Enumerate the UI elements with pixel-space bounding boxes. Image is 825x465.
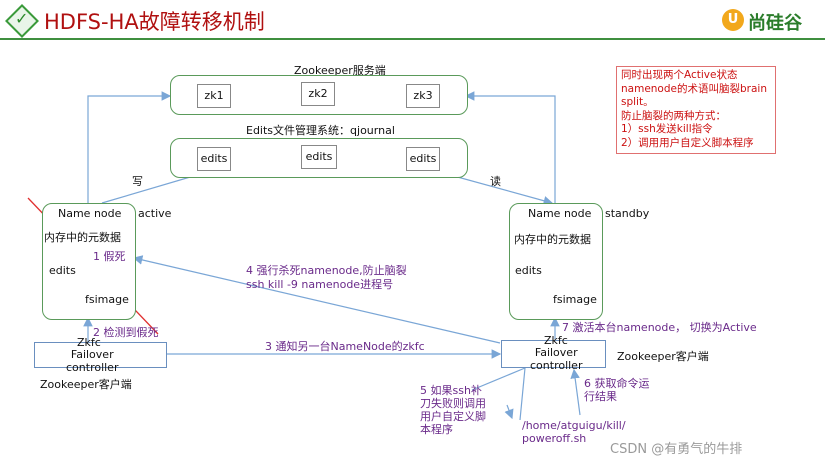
edits-node: edits — [197, 147, 231, 171]
step-2-label: 2 检测到假死 — [93, 326, 159, 339]
arrow-step5-head — [471, 367, 526, 391]
note-line: 同时出现两个Active状态 — [621, 69, 738, 81]
arrow-step5 — [519, 367, 526, 421]
page-title: HDFS-HA故障转移机制 — [44, 10, 265, 34]
step-4-label-line2: ssh kill -9 namenode进程号 — [246, 278, 394, 291]
zk-node: zk1 — [197, 84, 231, 108]
left-namenode-fsimage: fsimage — [85, 293, 129, 306]
header-bar — [0, 0, 825, 42]
right-namenode-meta: 内存中的元数据 — [514, 233, 591, 246]
right-namenode-fsimage: fsimage — [553, 293, 597, 306]
arrow-left-to-zk — [87, 91, 172, 203]
right-zkfc-client-label: Zookeeper客户端 — [617, 350, 709, 363]
arrow-step6 — [570, 368, 581, 416]
note-line: split。 — [621, 96, 654, 108]
right-namenode-name: Name node — [528, 207, 592, 220]
logo-text: 尚硅谷 — [748, 13, 802, 34]
step-3-label: 3 通知另一台NameNode的zkfc — [265, 340, 425, 353]
left-namenode-name: Name node — [58, 207, 122, 220]
note-line: 防止脑裂的两种方式： — [621, 109, 726, 122]
step-6-label: 6 获取命令运 行结果 — [584, 377, 650, 403]
script-path: /home/atguigu/kill/ poweroff.sh — [522, 419, 626, 445]
check-icon: ✓ — [15, 9, 29, 28]
left-namenode-panel — [42, 203, 136, 320]
edits-node: edits — [301, 145, 337, 169]
edits-node: edits — [406, 147, 440, 171]
step-1-label: 1 假死 — [93, 250, 126, 263]
header-rule — [0, 38, 825, 40]
arrow-step4 — [132, 255, 501, 344]
arrow-right-to-zk — [464, 91, 556, 203]
brain-split-note: 同时出现两个Active状态 namenode的术语叫脑裂brain split… — [616, 66, 776, 154]
left-namenode-edits: edits — [49, 264, 76, 277]
left-namenode-meta: 内存中的元数据 — [44, 231, 121, 244]
left-zkfc-client-label: Zookeeper客户端 — [40, 378, 132, 391]
step-5-label: 5 如果ssh补 刀失败则调用 用户自定义脚 本程序 — [420, 384, 486, 436]
note-line: namenode的术语叫脑裂brain — [621, 82, 767, 95]
zk-node: zk3 — [406, 84, 440, 108]
right-namenode-edits: edits — [515, 264, 542, 277]
step-7-label: 7 激活本台namenode， 切换为Active — [562, 321, 757, 334]
note-line: 2）调用用户自定义脚本程序 — [621, 136, 754, 149]
left-zkfc-label: Zkfc — [77, 336, 101, 349]
watermark: CSDN @有勇气的牛排 — [610, 442, 743, 457]
right-zkfc-text: Failover controller — [530, 346, 583, 372]
read-label: 读 — [490, 175, 501, 188]
arrow-to-script — [504, 404, 514, 420]
right-zkfc-label: Zkfc — [544, 334, 568, 347]
write-label: 写 — [132, 175, 143, 188]
zk-node: zk2 — [301, 82, 335, 106]
left-zkfc-box — [34, 342, 167, 368]
note-line: 1）ssh发送kill指令 — [621, 123, 713, 135]
right-namenode-panel — [509, 203, 603, 320]
left-zkfc-text: Failover controller — [66, 348, 119, 374]
right-zkfc-box — [501, 340, 606, 368]
logo-mark-icon: U — [722, 9, 744, 31]
left-namenode-state: active — [138, 207, 172, 220]
right-namenode-state: standby — [605, 207, 650, 220]
step-4-label-line1: 4 强行杀死namenode,防止脑裂 — [246, 264, 407, 277]
zookeeper-title: Zookeeper服务端 — [294, 64, 386, 77]
edits-system-title: Edits文件管理系统：qjournal — [246, 124, 395, 137]
